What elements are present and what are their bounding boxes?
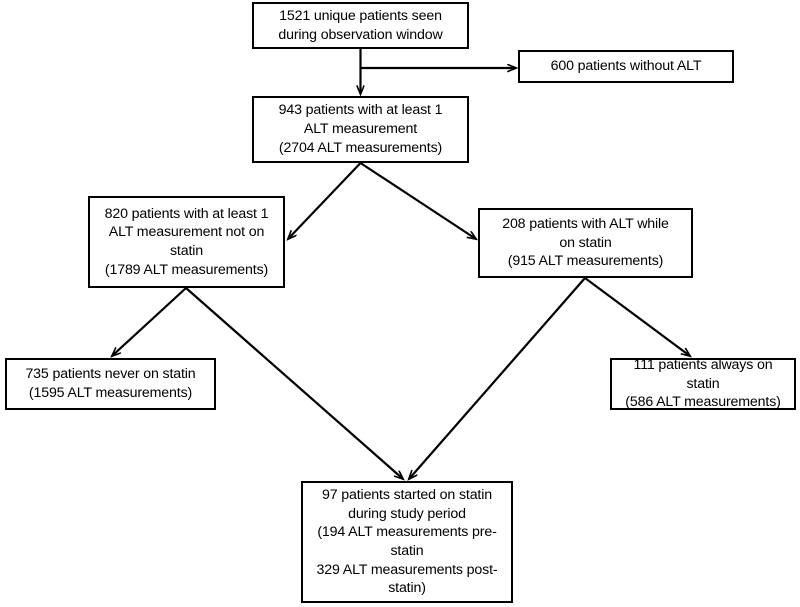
node-started-on-statin: 97 patients started on statin during stu… (301, 481, 513, 603)
node-patients-without-alt: 600 patients without ALT (518, 50, 734, 83)
node-alt-while-on-statin: 208 patients with ALT while on statin (9… (478, 208, 693, 278)
edge-with-alt-to-on-statin (359, 162, 477, 239)
node-total-patients: 1521 unique patients seen during observa… (252, 2, 469, 49)
node-alt-not-on-statin: 820 patients with at least 1 ALT measure… (88, 196, 285, 288)
edge-with-alt-to-not-statin (288, 162, 362, 239)
edge-on-statin-to-always (584, 277, 690, 356)
edge-not-statin-to-never (112, 287, 187, 356)
node-always-on-statin: 111 patients always on statin (586 ALT m… (610, 357, 796, 410)
edge-on-statin-to-started (409, 277, 586, 479)
node-patients-with-alt: 943 patients with at least 1 ALT measure… (252, 96, 469, 163)
edge-not-statin-to-started (185, 287, 403, 479)
node-never-on-statin: 735 patients never on statin (1595 ALT m… (5, 358, 216, 410)
